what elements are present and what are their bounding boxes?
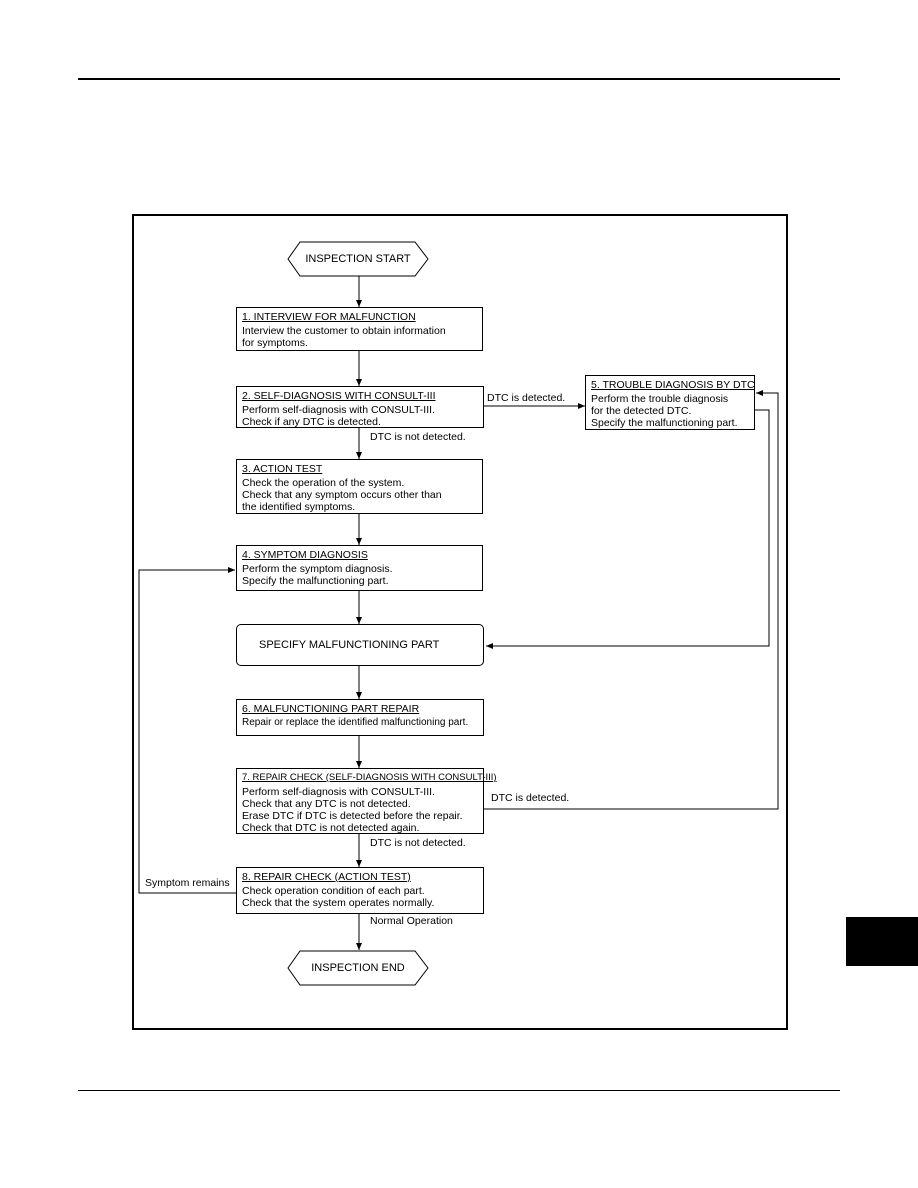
specify-malfunctioning-part-text: SPECIFY MALFUNCTIONING PART — [259, 639, 440, 651]
step-1-line: for symptoms. — [242, 337, 308, 349]
step-7-line: Check that DTC is not detected again. — [242, 822, 420, 834]
step-3-line: Check the operation of the system. — [242, 477, 405, 489]
step-8-title: 8. REPAIR CHECK (ACTION TEST) — [242, 871, 411, 883]
label-dtc-not-detected: DTC is not detected. — [370, 837, 466, 849]
inspection-start: INSPECTION START — [288, 242, 428, 276]
step-2-title: 2. SELF-DIAGNOSIS WITH CONSULT-III — [242, 390, 436, 402]
step-6-box: 6. MALFUNCTIONING PART REPAIR Repair or … — [236, 699, 484, 736]
specify-malfunctioning-part-box: SPECIFY MALFUNCTIONING PART — [236, 624, 484, 666]
section-tab — [846, 917, 918, 966]
inspection-start-text: INSPECTION START — [305, 253, 411, 265]
step-1-line: Interview the customer to obtain informa… — [242, 325, 446, 337]
label-symptom-remains: Symptom remains — [145, 877, 230, 889]
arrow-s7-to-s5 — [484, 390, 779, 810]
step-1-box: 1. INTERVIEW FOR MALFUNCTION Interview t… — [236, 307, 483, 351]
step-7-line: Check that any DTC is not detected. — [242, 798, 411, 810]
label-dtc-not-detected: DTC is not detected. — [370, 431, 466, 443]
step-5-box: 5. TROUBLE DIAGNOSIS BY DTC Perform the … — [585, 375, 755, 430]
step-6-line: Repair or replace the identified malfunc… — [242, 717, 469, 728]
inspection-end-text: INSPECTION END — [311, 962, 405, 974]
step-4-line: Perform the symptom diagnosis. — [242, 563, 393, 575]
step-4-line: Specify the malfunctioning part. — [242, 575, 389, 587]
step-2-box: 2. SELF-DIAGNOSIS WITH CONSULT-III Perfo… — [236, 386, 484, 428]
step-7-line: Perform self-diagnosis with CONSULT-III. — [242, 786, 435, 798]
step-6-title: 6. MALFUNCTIONING PART REPAIR — [242, 703, 420, 715]
step-7-box: 7. REPAIR CHECK (SELF-DIAGNOSIS WITH CON… — [236, 768, 497, 834]
step-5-line: Specify the malfunctioning part. — [591, 417, 738, 429]
label-dtc-detected: DTC is detected. — [487, 392, 566, 404]
step-8-line: Check operation condition of each part. — [242, 885, 425, 897]
step-5-line: Perform the trouble diagnosis — [591, 393, 729, 405]
footer-rule — [78, 1090, 840, 1091]
header-rule — [78, 78, 840, 80]
step-1-title: 1. INTERVIEW FOR MALFUNCTION — [242, 311, 416, 323]
step-8-line: Check that the system operates normally. — [242, 897, 435, 909]
start-terminal-shape — [287, 241, 429, 277]
diagram-frame — [132, 214, 788, 1030]
step-7-line: Erase DTC if DTC is detected before the … — [242, 810, 463, 822]
step-4-title: 4. SYMPTOM DIAGNOSIS — [242, 549, 368, 561]
step-3-box: 3. ACTION TEST Check the operation of th… — [236, 459, 483, 514]
step-3-line: the identified symptoms. — [242, 501, 356, 513]
step-3-title: 3. ACTION TEST — [242, 463, 323, 475]
end-terminal-shape — [287, 950, 429, 986]
arrow-s8-to-s4 — [138, 567, 237, 894]
step-5-title: 5. TROUBLE DIAGNOSIS BY DTC — [591, 379, 755, 391]
label-dtc-detected: DTC is detected. — [491, 792, 570, 804]
step-4-box: 4. SYMPTOM DIAGNOSIS Perform the symptom… — [236, 545, 483, 591]
step-2-line: Perform self-diagnosis with CONSULT-III. — [242, 404, 435, 416]
step-5-line: for the detected DTC. — [591, 405, 692, 417]
step-3-line: Check that any symptom occurs other than — [242, 489, 442, 501]
step-8-box: 8. REPAIR CHECK (ACTION TEST) Check oper… — [236, 867, 484, 914]
step-7-title: 7. REPAIR CHECK (SELF-DIAGNOSIS WITH CON… — [242, 772, 497, 783]
step-2-line: Check if any DTC is detected. — [242, 416, 381, 428]
arrow-s5-to-specify — [486, 409, 770, 649]
label-normal-operation: Normal Operation — [370, 915, 453, 927]
inspection-end: INSPECTION END — [288, 951, 428, 985]
